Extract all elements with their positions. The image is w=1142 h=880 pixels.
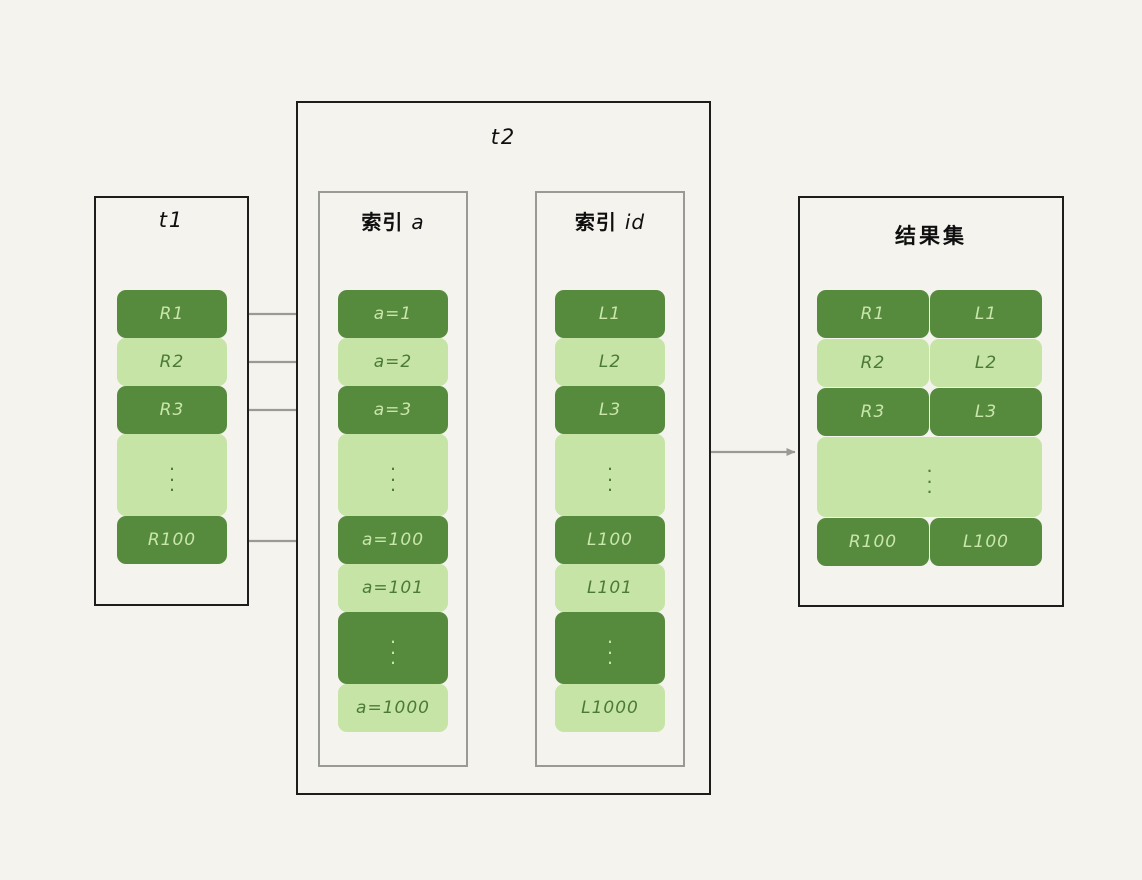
index-id-row-l100[interactable]: L100 bbox=[555, 516, 665, 564]
index-a-row-a3[interactable]: a=3 bbox=[338, 386, 448, 434]
result-row-2-right[interactable]: L2 bbox=[930, 339, 1042, 387]
vertical-ellipsis-icon: ... bbox=[389, 626, 397, 670]
index-a-title: 索引 a bbox=[320, 206, 466, 235]
result-set-title: 结果集 bbox=[895, 224, 967, 248]
index-id-row-ellipsis-2: ... bbox=[555, 612, 665, 684]
result-row-3-left[interactable]: R3 bbox=[817, 388, 929, 436]
result-row-2-left[interactable]: R2 bbox=[817, 339, 929, 387]
index-a-row-a101[interactable]: a=101 bbox=[338, 564, 448, 612]
result-row-1-right[interactable]: L1 bbox=[930, 290, 1042, 338]
t1-row-r3[interactable]: R3 bbox=[117, 386, 227, 434]
index-a-row-a100[interactable]: a=100 bbox=[338, 516, 448, 564]
result-row-5-right[interactable]: L100 bbox=[930, 518, 1042, 566]
index-id-row-ellipsis-1: ... bbox=[555, 434, 665, 516]
index-id-row-l2[interactable]: L2 bbox=[555, 338, 665, 386]
index-id-row-l3[interactable]: L3 bbox=[555, 386, 665, 434]
vertical-ellipsis-icon: ... bbox=[606, 626, 614, 670]
vertical-ellipsis-icon: ... bbox=[926, 455, 933, 499]
result-row-1-left[interactable]: R1 bbox=[817, 290, 929, 338]
index-a-row-a1000[interactable]: a=1000 bbox=[338, 684, 448, 732]
index-a-title-latin: a bbox=[411, 210, 425, 234]
index-a-row-ellipsis-1: ... bbox=[338, 434, 448, 516]
table-t1-title: t1 bbox=[158, 208, 185, 232]
result-row-5-left[interactable]: R100 bbox=[817, 518, 929, 566]
vertical-ellipsis-icon: ... bbox=[389, 453, 397, 497]
index-id-title-latin: id bbox=[624, 210, 646, 234]
result-row-3-right[interactable]: L3 bbox=[930, 388, 1042, 436]
index-id-title-cjk: 索引 bbox=[574, 210, 617, 234]
t1-row-r100[interactable]: R100 bbox=[117, 516, 227, 564]
result-row-ellipsis: ... bbox=[817, 437, 1042, 517]
t1-row-r1[interactable]: R1 bbox=[117, 290, 227, 338]
index-a-row-ellipsis-2: ... bbox=[338, 612, 448, 684]
t1-row-ellipsis: ... bbox=[117, 434, 227, 516]
index-a-title-cjk: 索引 bbox=[361, 210, 404, 234]
index-id-row-l1[interactable]: L1 bbox=[555, 290, 665, 338]
index-id-row-l101[interactable]: L101 bbox=[555, 564, 665, 612]
vertical-ellipsis-icon: ... bbox=[168, 453, 176, 497]
t1-row-r2[interactable]: R2 bbox=[117, 338, 227, 386]
index-a-row-a1[interactable]: a=1 bbox=[338, 290, 448, 338]
table-t2-title: t2 bbox=[490, 125, 517, 149]
index-a-row-a2[interactable]: a=2 bbox=[338, 338, 448, 386]
index-id-title: 索引 id bbox=[537, 206, 683, 235]
index-id-row-l1000[interactable]: L1000 bbox=[555, 684, 665, 732]
vertical-ellipsis-icon: ... bbox=[606, 453, 614, 497]
